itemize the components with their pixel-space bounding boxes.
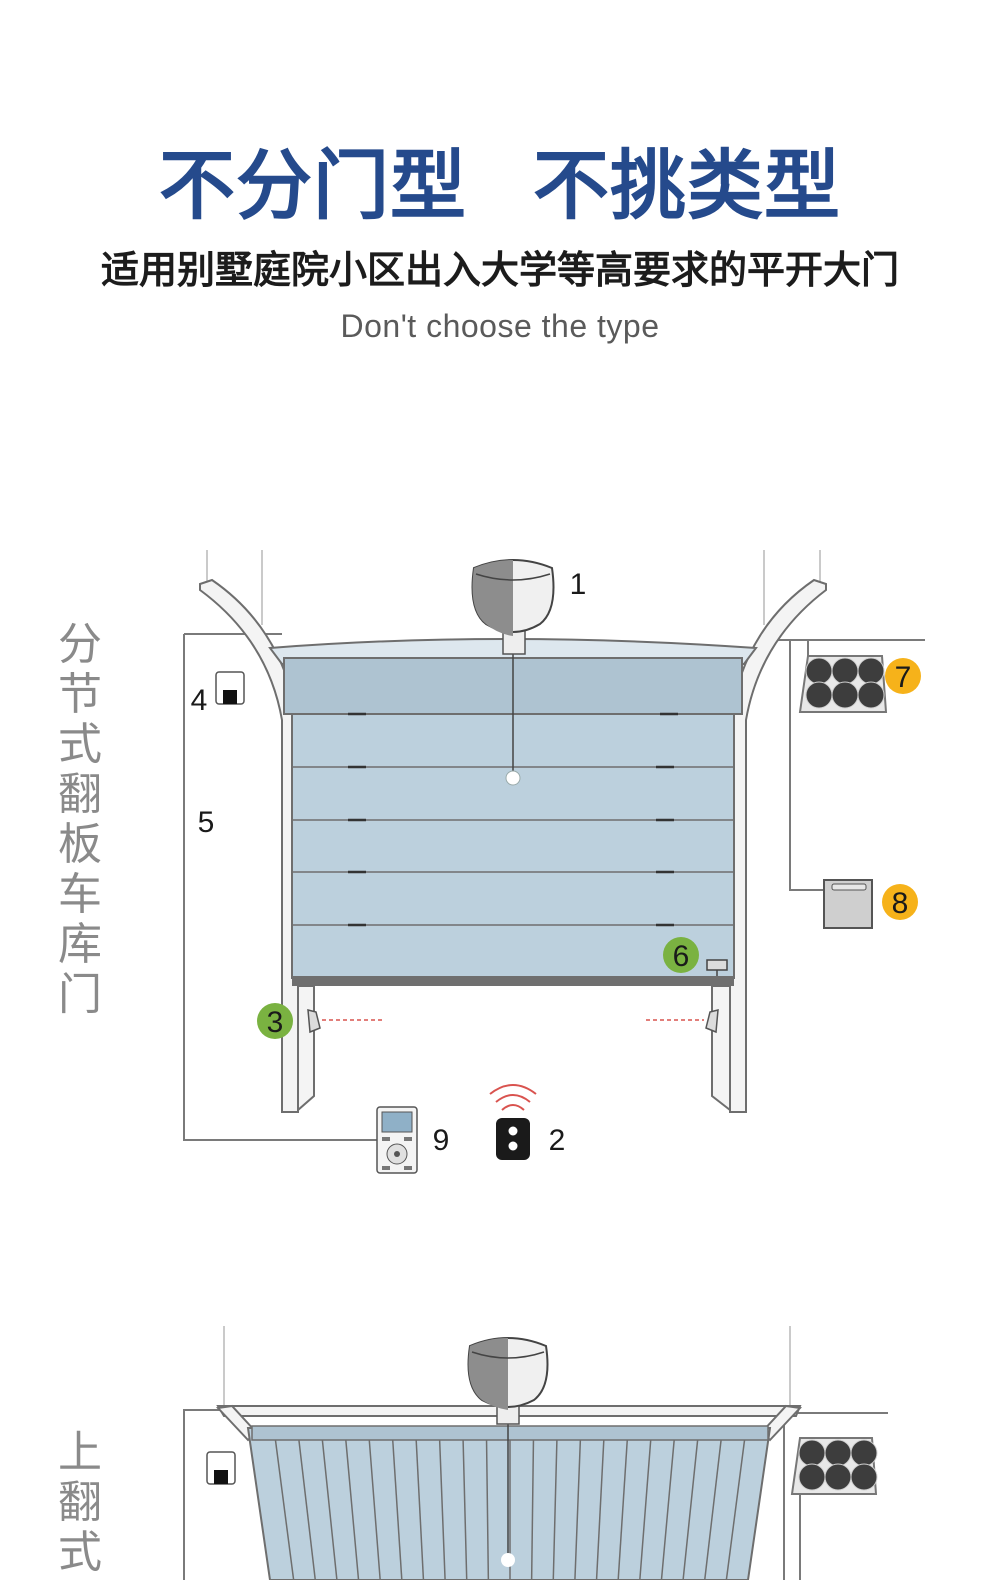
solar-cell: [798, 1463, 826, 1491]
solar-cell: [798, 1439, 826, 1467]
release-handle-2: [501, 1553, 515, 1567]
hanger-lines-2: [223, 1326, 791, 1406]
sectional-door-label: 分节式翻板车库门: [50, 620, 110, 1020]
right-post: [711, 985, 731, 1113]
door-rib: [682, 1439, 699, 1580]
badge-7: [885, 658, 921, 694]
door-rib: [530, 1439, 535, 1580]
door-rib: [617, 1439, 629, 1580]
label-char: 库: [58, 919, 102, 970]
motor-unit-2: [467, 1337, 549, 1425]
door-bottom-seal: [292, 976, 734, 986]
badge-8: [882, 884, 918, 920]
badge-3: [257, 1003, 293, 1039]
callout-8: 8: [892, 887, 909, 920]
door-ribs-2: [274, 1439, 746, 1580]
left-rail: [199, 578, 299, 1113]
badge-6: [663, 937, 699, 973]
subtitle: 适用别墅庭院小区出入大学等高要求的平开大门: [100, 248, 899, 292]
door-rib: [725, 1439, 746, 1580]
door-rib: [345, 1439, 360, 1580]
callout-6: 6: [673, 940, 690, 973]
solar-cell: [850, 1463, 878, 1491]
panel-hinges: [348, 712, 678, 927]
photocell-right: [705, 1009, 719, 1034]
english-subtitle: Don't choose the type: [340, 308, 660, 344]
solar-cell: [831, 681, 859, 709]
door-rib: [660, 1439, 675, 1580]
door-rib: [274, 1439, 295, 1580]
control-box: [823, 879, 873, 929]
release-handle: [505, 770, 521, 786]
edge-sensor: [706, 959, 728, 976]
door-rib: [485, 1439, 490, 1580]
door-rib: [595, 1439, 605, 1580]
headline: 不分门型 不挑类型: [0, 138, 1000, 234]
solar-panel: [798, 655, 888, 713]
label-char: 车: [58, 869, 102, 920]
door-rib: [391, 1439, 403, 1580]
callout-4: 4: [191, 684, 208, 717]
headline-left: 不分门型: [159, 141, 467, 230]
door-rib: [639, 1439, 652, 1580]
callout-3: 3: [267, 1006, 284, 1039]
label-char: 分: [58, 619, 102, 670]
sectional-door-diagram: 1 2 3 4 5 6 7 8 9: [183, 550, 925, 1174]
motor-unit: [471, 559, 555, 655]
solar-cell: [850, 1439, 878, 1467]
label-char: 板: [58, 819, 102, 870]
solar-panel-2: [790, 1437, 878, 1495]
solar-cell: [824, 1439, 852, 1467]
callout-5: 5: [198, 806, 215, 839]
right-rail: [729, 578, 827, 1113]
door-rib: [462, 1439, 468, 1580]
label-char: 翻: [58, 1477, 102, 1528]
label-char: 翻: [58, 769, 102, 820]
solar-cell: [805, 657, 833, 685]
solar-cell: [805, 681, 833, 709]
door-rib: [552, 1439, 558, 1580]
door-rib: [703, 1439, 722, 1580]
up-over-door-diagram: [183, 1326, 888, 1580]
keypad-control: [376, 1106, 418, 1174]
solar-cell: [824, 1463, 852, 1491]
door-rib: [438, 1439, 446, 1580]
label-char: 式: [58, 1527, 102, 1578]
label-char: 节: [58, 669, 102, 720]
door-rib: [574, 1439, 582, 1580]
callout-2: 2: [549, 1124, 566, 1157]
callout-1: 1: [570, 568, 587, 601]
remote-control: [489, 1084, 537, 1160]
door-rib: [368, 1439, 381, 1580]
door-rib: [415, 1439, 425, 1580]
photocell-left: [307, 1009, 321, 1034]
label-char: 式: [58, 719, 102, 770]
wall-switch: [215, 671, 245, 705]
door-rib: [321, 1439, 338, 1580]
solar-cell: [857, 657, 885, 685]
wall-switch-2: [206, 1451, 236, 1485]
door-rib: [298, 1439, 317, 1580]
label-char: 门: [58, 969, 102, 1020]
solar-cell: [857, 681, 885, 709]
up-over-door-label: 上翻式: [50, 1428, 110, 1578]
solar-cell: [831, 657, 859, 685]
callout-9: 9: [433, 1124, 450, 1157]
label-char: 上: [58, 1427, 102, 1478]
headline-right: 不挑类型: [533, 141, 841, 230]
callout-7: 7: [895, 661, 912, 694]
left-post: [297, 985, 315, 1113]
